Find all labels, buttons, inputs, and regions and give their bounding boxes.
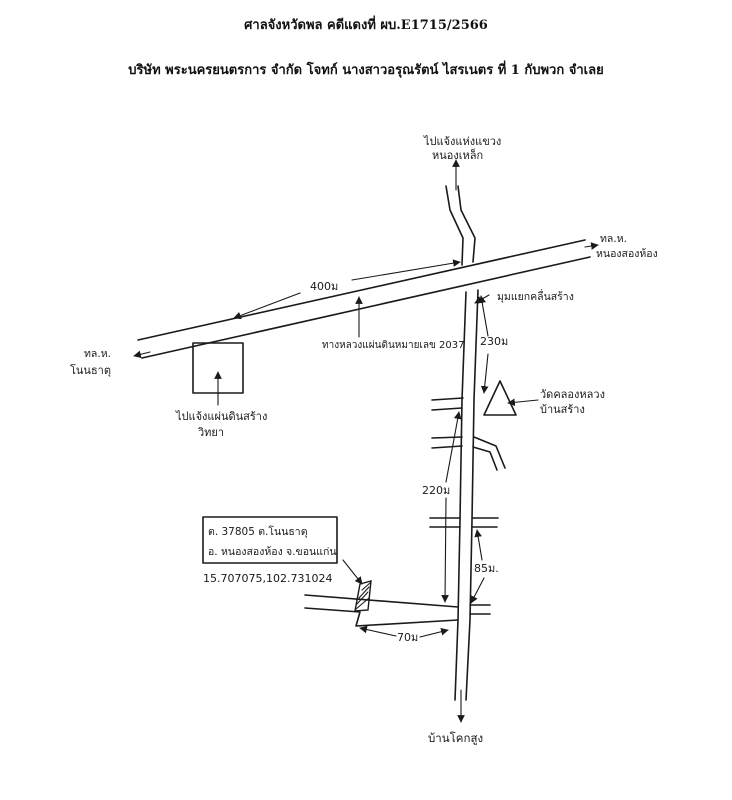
side-road-4 [469,604,491,615]
side-road-2 [431,436,506,471]
plot-info-box [202,516,338,564]
distance-220-down-arrow [441,497,449,603]
side-road-1 [431,397,464,411]
distance-70-right-arrow [419,627,449,638]
distance-85-label: 85ม. [474,562,499,575]
highway-2037 [137,239,591,359]
east-highway-label: ทล.ห. [600,233,627,245]
distance-230-up-arrow [478,295,489,337]
distance-70-label: 70ม [397,631,418,644]
north-destination-sub-label: หนองเหล็ก [432,148,483,162]
court-case-heading: ศาลจังหวัดพล คดีแดงที่ ผบ.E1715/2566 [244,18,488,33]
plot-address-label: อ. หนองสองห้อง จ.ขอนแก่น [208,546,337,558]
south-road [454,289,479,701]
distance-85-down-arrow [470,577,485,604]
temple-pointer-arrow [507,398,539,407]
distance-400-left-arrow [233,292,301,320]
distance-230-down-arrow [480,353,489,394]
plot-deed-label: ต. 37805 ต.โนนธาตุ [208,525,308,538]
side-road-3 [429,517,499,528]
west-direction-arrow [133,350,151,359]
target-plot-icon [354,580,372,612]
distance-400-label: 400ม [310,280,338,293]
temple-icon [483,380,517,416]
west-highway-label: ทล.ห. [84,348,111,360]
highway-name-label: ทางหลวงแผ่นดินหมายเลข 2037 [322,340,464,351]
distance-220-up-arrow [445,411,462,483]
school-sub-label: วิทยา [197,426,224,439]
north-road [445,185,476,266]
distance-85-up-arrow [474,529,483,561]
plot-pointer-arrow [342,559,363,585]
distance-400-right-arrow [351,259,461,281]
school-label: ไปแจ้งแผ่นดินสร้าง [175,410,267,423]
west-branch-road [304,594,459,627]
south-destination-label: บ้านโคกสูง [428,731,483,745]
west-highway-sub-label: โนนธาตุ [70,363,111,377]
distance-220-label: 220ม [422,484,450,497]
east-highway-sub-label: หนองสองห้อง [596,248,658,260]
distance-230-label: 230ม [480,335,508,348]
distance-70-left-arrow [359,625,397,637]
plot-coordinates-label: 15.707075,102.731024 [203,572,332,585]
parties-heading: บริษัท พระนครยนตรการ จำกัด โจทก์ นางสาวอ… [128,63,604,78]
north-destination-label: ไปแจ้งแห่งแขวง [423,135,501,148]
temple-label: วัดคลองหลวง [540,388,605,401]
temple-sub-label: บ้านสร้าง [540,403,585,416]
junction-label: มุมแยกคลื่นสร้าง [497,289,574,303]
east-direction-arrow [584,242,599,250]
